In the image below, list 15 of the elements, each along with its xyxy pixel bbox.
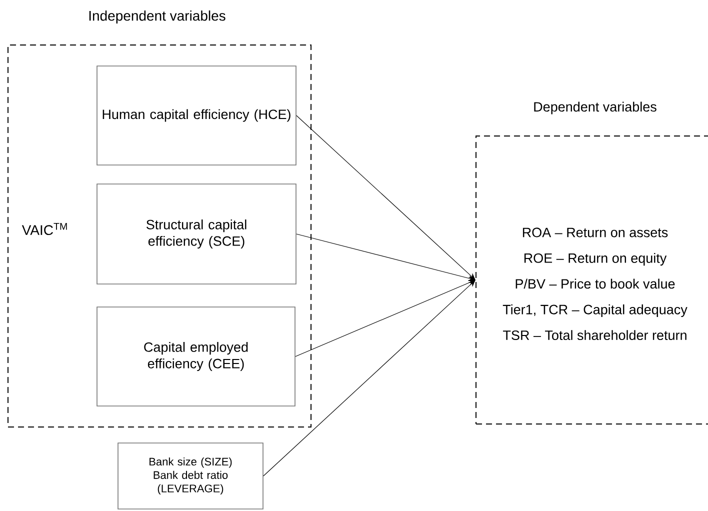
group-heading: Dependent variables (534, 102, 656, 114)
variable-label: P/BV – Price to book value (516, 278, 675, 289)
group-heading: Independent variables (89, 10, 226, 24)
arrow (296, 115, 476, 280)
variable-box: Bank size (SIZE) Bank debt ratio (LEVERAGE) (118, 442, 264, 510)
variable-label: ROE – Return on equity (524, 253, 667, 266)
arrow (263, 280, 476, 476)
variable-box: Human capital efficiency (HCE) (96, 66, 296, 166)
variable-box: Structural capital efficiency (SCE) (96, 184, 296, 284)
variable-box: Capital employed efficiency (CEE) (96, 306, 296, 406)
arrow (295, 280, 476, 357)
variable-label: Tier1, TCR – Capital adequacy (502, 304, 688, 317)
variable-label: TSR – Total shareholder return (503, 330, 686, 340)
variable-label: ROA – Return on assets (522, 228, 668, 238)
group-label: VAIC$^{TM}$ (22, 222, 67, 236)
